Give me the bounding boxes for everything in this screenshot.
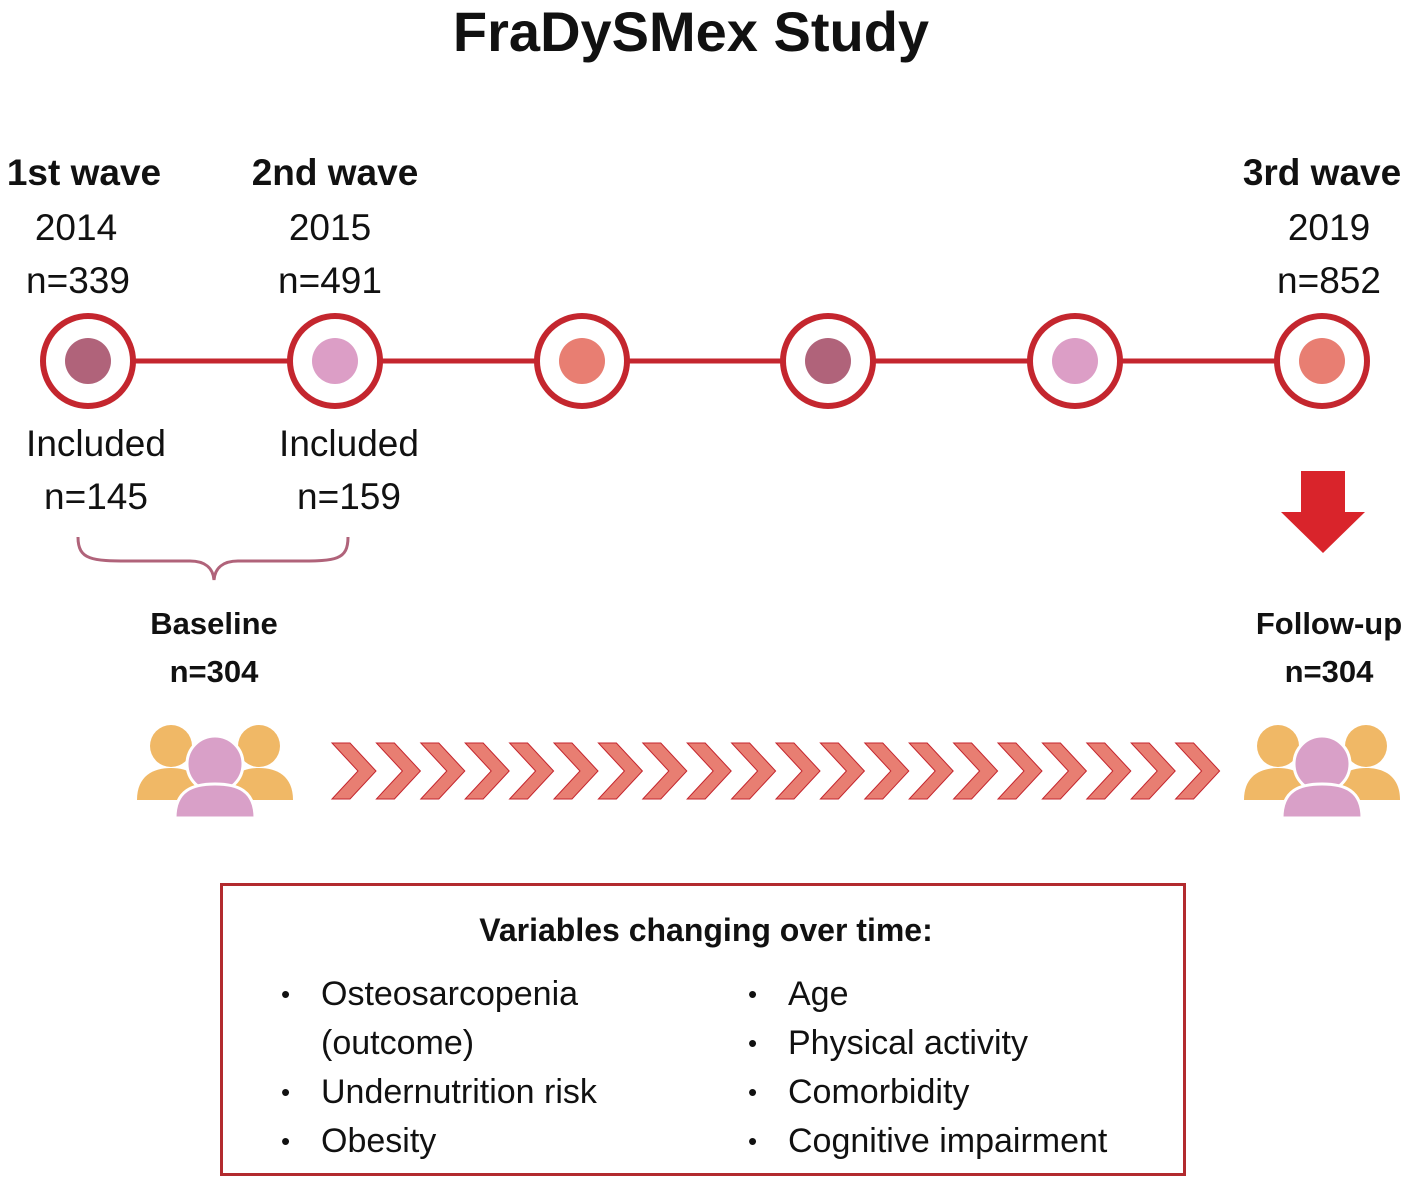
timeline-dot [1052, 338, 1098, 384]
chevron-icon [464, 742, 510, 800]
timeline-node [780, 313, 876, 409]
timeline-node [534, 313, 630, 409]
timeline-node [1274, 313, 1370, 409]
wave-2-n: n=491 [278, 260, 382, 301]
bullet-icon: • [281, 1077, 291, 1107]
list-item: • Obesity [281, 1117, 597, 1166]
chevron-icon [552, 742, 599, 800]
chevron-icon [1041, 742, 1088, 800]
timeline-node [40, 313, 136, 409]
followup-label: Follow-up [1255, 606, 1403, 641]
chevron-icon [597, 742, 644, 800]
followup-arrow-icon [1281, 471, 1365, 553]
chevron-icon [1130, 742, 1176, 800]
timeline-dot [805, 338, 851, 384]
wave-2-year: 2015 [288, 207, 372, 248]
bullet-icon: • [748, 979, 758, 1009]
chevron-icon [774, 742, 821, 800]
list-item: • Cognitive impairment [748, 1117, 1107, 1166]
wave-2-label: 2nd wave [251, 152, 419, 193]
chevron-icon [952, 742, 999, 800]
list-item: • Age [748, 970, 1107, 1019]
baseline-group-icon [137, 725, 293, 820]
baseline-brace [76, 536, 350, 581]
timeline-dot [1299, 338, 1345, 384]
chevron-icon [819, 742, 866, 800]
timeline-dot [312, 338, 358, 384]
chevron-icon [1174, 742, 1221, 800]
wave-1-n: n=339 [26, 260, 130, 301]
variables-box: Variables changing over time: • Osteosar… [220, 883, 1186, 1176]
chevron-icon [330, 742, 377, 800]
bullet-icon: • [748, 1028, 758, 1058]
followup-group-icon [1244, 725, 1400, 820]
chevron-icon [996, 742, 1043, 800]
bullet-icon: • [281, 979, 291, 1009]
wave-2-included-n: n=159 [297, 476, 401, 517]
chevron-icon [863, 742, 910, 800]
list-item: • Osteosarcopenia (outcome) [281, 970, 597, 1068]
chevron-icon [375, 742, 422, 800]
list-item: • Physical activity [748, 1019, 1107, 1068]
timeline-node [1027, 313, 1123, 409]
wave-3-n: n=852 [1277, 260, 1381, 301]
wave-1-label: 1st wave [6, 152, 162, 193]
chevron-icon [1085, 742, 1132, 800]
chevron-icon [686, 742, 732, 800]
wave-3-label: 3rd wave [1242, 152, 1402, 193]
wave-1-included-n: n=145 [44, 476, 148, 517]
page-title: FraDySMex Study [452, 0, 930, 63]
timeline-dot [559, 338, 605, 384]
chevron-icon [908, 742, 954, 800]
timeline-dot [65, 338, 111, 384]
chevron-icon [508, 742, 555, 800]
progression-chevrons [330, 742, 1221, 800]
list-item: • Comorbidity [748, 1068, 1107, 1117]
baseline-n: n=304 [169, 654, 259, 689]
wave-1-year: 2014 [34, 207, 118, 248]
timeline-nodes [40, 313, 1370, 409]
chevron-icon [419, 742, 466, 800]
list-item: • Undernutrition risk [281, 1068, 597, 1117]
wave-3-year: 2019 [1287, 207, 1371, 248]
baseline-label: Baseline [150, 606, 278, 641]
wave-1-included-label: Included [26, 423, 166, 464]
chevron-icon [641, 742, 688, 800]
followup-n: n=304 [1284, 654, 1374, 689]
variables-list-left: • Osteosarcopenia (outcome) • Undernutri… [281, 970, 597, 1166]
wave-2-included-label: Included [279, 423, 419, 464]
chevron-icon [730, 742, 777, 800]
bullet-icon: • [281, 1126, 291, 1156]
bullet-icon: • [748, 1126, 758, 1156]
bullet-icon: • [748, 1077, 758, 1107]
variables-list-right: • Age • Physical activity • Comorbidity … [748, 970, 1107, 1166]
variables-box-title: Variables changing over time: [479, 912, 933, 948]
timeline-node [287, 313, 383, 409]
